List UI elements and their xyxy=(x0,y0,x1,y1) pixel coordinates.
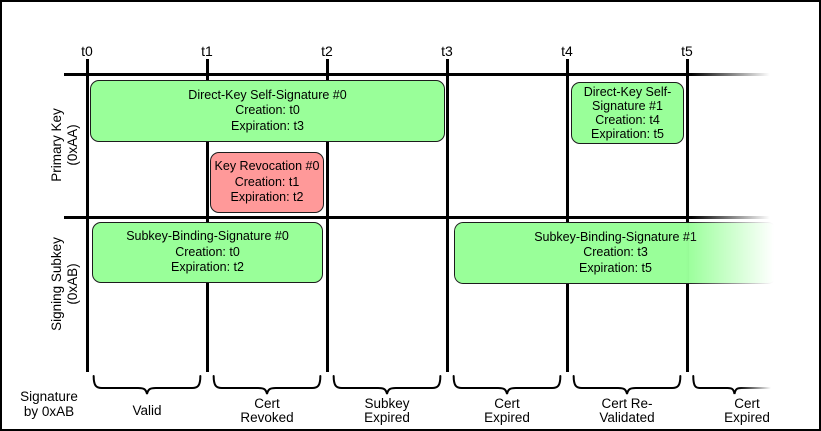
box-creation: Creation: t4 xyxy=(595,113,660,127)
bottom-axis-label-line1: Signature xyxy=(20,389,78,404)
box-creation: Creation: t0 xyxy=(175,244,240,259)
segment-label-valid: Valid xyxy=(87,395,207,427)
subkey-binding-signature-0-box: Subkey-Binding-Signature #0 Creation: t0… xyxy=(92,222,323,283)
tick-label-t3: t3 xyxy=(441,43,453,59)
segment-label-cert-expired-2: Cert Expired xyxy=(687,395,807,427)
tick-label-t4: t4 xyxy=(561,43,573,59)
brace-cert-expired-1 xyxy=(452,373,562,395)
row-label-signing-subkey-line2: (0xAB) xyxy=(65,263,80,305)
box-title: Subkey-Binding-Signature #1 xyxy=(534,229,697,244)
tick-line-t5 xyxy=(686,59,689,372)
box-title-line1: Direct-Key Self- xyxy=(583,85,672,99)
segment-label-line1: Subkey xyxy=(364,395,410,411)
tick-line-t0 xyxy=(86,59,89,372)
direct-key-self-signature-1-box: Direct-Key Self- Signature #1 Creation: … xyxy=(571,82,684,144)
box-expiration: Expiration: t3 xyxy=(231,118,304,133)
brace-cert-revoked xyxy=(212,373,322,395)
row-label-signing-subkey-line1: Signing Subkey xyxy=(49,237,64,331)
segment-label-line1: Cert xyxy=(494,395,520,411)
row-label-primary-key-line2: (0xAA) xyxy=(65,124,80,166)
key-revocation-0-box: Key Revocation #0 Creation: t1 Expiratio… xyxy=(210,152,324,213)
row-label-primary-key-line1: Primary Key xyxy=(49,108,64,182)
segment-label-line2: Expired xyxy=(724,410,770,425)
bottom-axis-label: Signature by 0xAB xyxy=(6,389,92,419)
tick-label-t1: t1 xyxy=(201,43,213,59)
box-expiration: Expiration: t2 xyxy=(230,190,304,205)
segment-label-line2: Validated xyxy=(599,410,655,425)
tick-line-t1 xyxy=(206,59,209,372)
segment-label-cert-revalidated: Cert Re- Validated xyxy=(567,395,687,427)
box-title: Subkey-Binding-Signature #0 xyxy=(126,229,289,244)
segment-label-line1: Cert Re- xyxy=(601,395,653,411)
segment-label-line2: Expired xyxy=(364,410,410,425)
box-title-line2: Signature #1 xyxy=(592,99,663,113)
row-label-primary-key: Primary Key (0xAA) xyxy=(49,65,85,225)
box-creation: Creation: t0 xyxy=(235,103,300,118)
box-expiration: Expiration: t5 xyxy=(591,127,664,141)
brace-cert-expired-2 xyxy=(692,373,777,395)
brace-subkey-expired xyxy=(332,373,442,395)
box-expiration: Expiration: t5 xyxy=(579,260,652,275)
box-expiration: Expiration: t2 xyxy=(171,260,244,275)
box-creation: Creation: t1 xyxy=(234,174,300,189)
tick-label-t5: t5 xyxy=(681,43,693,59)
bottom-axis-label-line2: by 0xAB xyxy=(23,403,75,419)
signing-subkey-timeline xyxy=(64,216,777,219)
tick-label-t0: t0 xyxy=(81,43,93,59)
tick-line-t4 xyxy=(566,59,569,372)
segment-label-line2: Expired xyxy=(484,410,530,425)
segment-label-line2: Revoked xyxy=(240,410,294,425)
tick-line-t2 xyxy=(326,59,329,372)
box-creation: Creation: t3 xyxy=(583,245,648,260)
row-label-signing-subkey: Signing Subkey (0xAB) xyxy=(49,204,85,364)
subkey-binding-signature-1-box: Subkey-Binding-Signature #1 Creation: t3… xyxy=(454,222,777,284)
segment-label-line1: Valid xyxy=(132,402,162,418)
segment-label-line1: Cert xyxy=(734,395,760,411)
tick-line-t3 xyxy=(446,59,449,372)
primary-key-timeline xyxy=(64,73,777,76)
segment-label-line1: Cert xyxy=(254,395,280,411)
segment-label-cert-expired-1: Cert Expired xyxy=(447,395,567,427)
box-title: Key Revocation #0 xyxy=(214,159,320,174)
segment-label-subkey-expired: Subkey Expired xyxy=(327,395,447,427)
brace-valid xyxy=(92,373,202,395)
direct-key-self-signature-0-box: Direct-Key Self-Signature #0 Creation: t… xyxy=(90,80,445,142)
box-title: Direct-Key Self-Signature #0 xyxy=(188,87,347,102)
brace-cert-revalidated xyxy=(572,373,682,395)
segment-label-cert-revoked: Cert Revoked xyxy=(207,395,327,427)
tick-label-t2: t2 xyxy=(321,43,333,59)
